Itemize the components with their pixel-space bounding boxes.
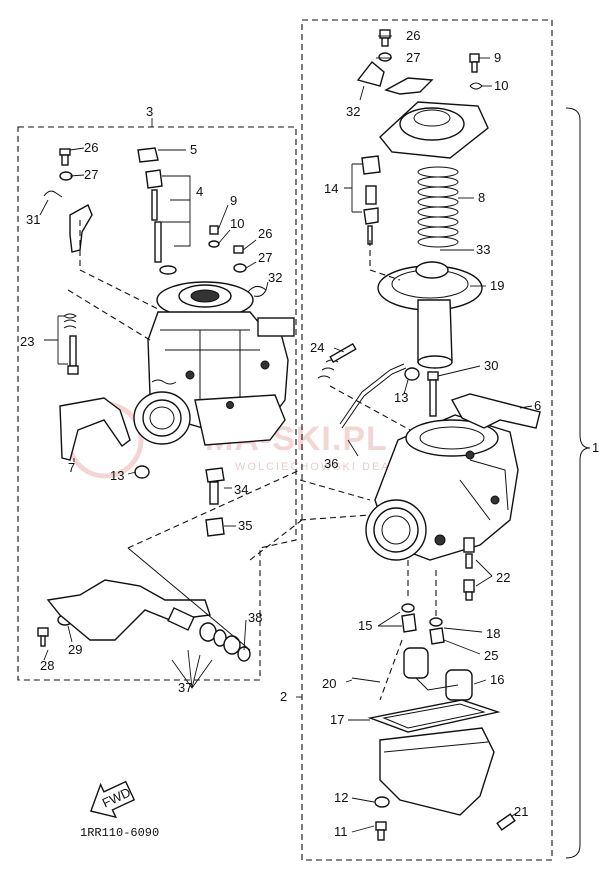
callout-5: 5 [190, 142, 197, 157]
callout-29: 29 [68, 642, 82, 657]
callout-28: 28 [40, 658, 54, 673]
callout-19: 19 [490, 278, 504, 293]
callout-1: 1 [592, 440, 599, 455]
callout-34: 34 [234, 482, 248, 497]
callout-3: 3 [146, 104, 153, 119]
callout-14: 14 [324, 181, 338, 196]
right-small-parts [317, 29, 516, 841]
callout-33: 33 [476, 242, 490, 257]
group-boundaries [17, 19, 553, 861]
callout-26: 26 [84, 140, 98, 155]
callout-36: 36 [324, 456, 338, 471]
callout-9: 9 [494, 50, 501, 65]
callout-12: 12 [334, 790, 348, 805]
callout-35: 35 [238, 518, 252, 533]
callout-22: 22 [496, 570, 510, 585]
callout-17: 17 [330, 712, 344, 727]
callout-27: 27 [406, 50, 420, 65]
callout-32: 32 [346, 104, 360, 119]
callout-labels: 3 26 27 31 5 4 9 10 26 27 32 23 7 13 34 … [20, 28, 599, 839]
drawing-code: 1RR110-6090 [80, 826, 159, 840]
callout-8: 8 [478, 190, 485, 205]
callout-11: 11 [334, 824, 348, 839]
callout-10: 10 [230, 216, 244, 231]
leader-lines [39, 35, 533, 833]
callout-2: 2 [280, 689, 287, 704]
callout-27: 27 [258, 250, 272, 265]
callout-32: 32 [268, 270, 282, 285]
callout-21: 21 [514, 804, 528, 819]
callout-24: 24 [310, 340, 324, 355]
right-carburetor [365, 101, 541, 816]
callout-4: 4 [196, 184, 203, 199]
callout-27: 27 [84, 167, 98, 182]
left-small-parts [37, 147, 267, 662]
callout-25: 25 [484, 648, 498, 663]
callout-26: 26 [258, 226, 272, 241]
callout-10: 10 [494, 78, 508, 93]
group-bracket [565, 107, 591, 859]
callout-26: 26 [406, 28, 420, 43]
callout-20: 20 [322, 676, 336, 691]
callout-37: 37 [178, 680, 192, 695]
callout-13: 13 [110, 468, 124, 483]
callout-7: 7 [68, 460, 75, 475]
callout-13: 13 [394, 390, 408, 405]
callout-18: 18 [486, 626, 500, 641]
connector-lines [67, 220, 437, 701]
callout-23: 23 [20, 334, 34, 349]
callout-31: 31 [26, 212, 40, 227]
callout-38: 38 [248, 610, 262, 625]
callout-9: 9 [230, 193, 237, 208]
callout-6: 6 [534, 398, 541, 413]
left-carburetor [133, 281, 295, 446]
callout-30: 30 [484, 358, 498, 373]
direction-arrow: FWD [89, 780, 136, 819]
callout-15: 15 [358, 618, 372, 633]
callout-16: 16 [490, 672, 504, 687]
